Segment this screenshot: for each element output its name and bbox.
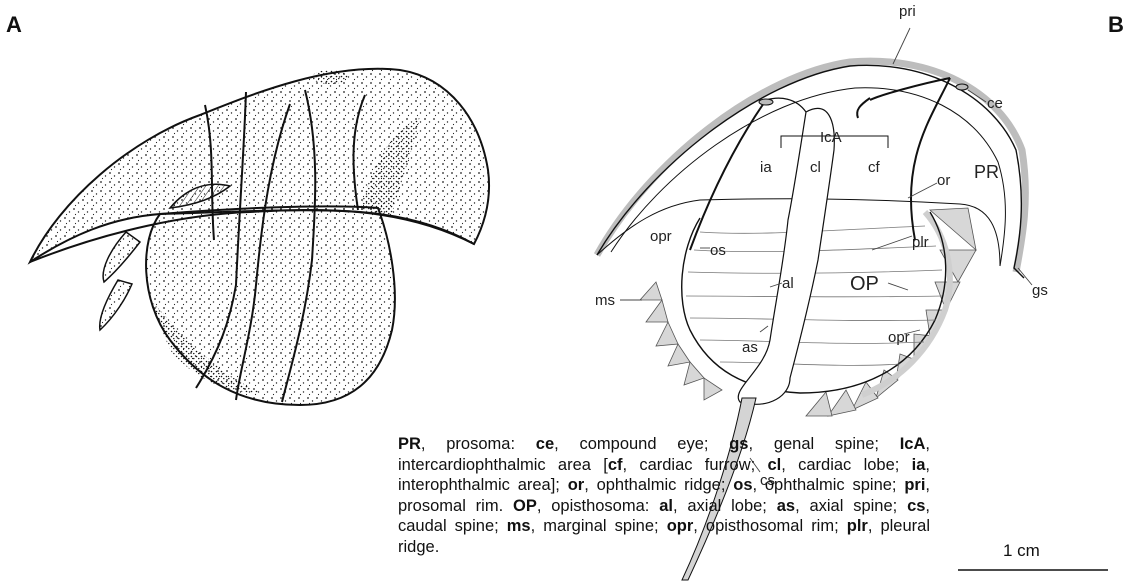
legend-term: IcA xyxy=(900,435,926,453)
figure-legend: PR, prosoma: ce, compound eye; gs, genal… xyxy=(398,434,930,557)
legend-term: ce xyxy=(536,435,554,453)
fossil-drawing-a xyxy=(30,69,489,405)
legend-term: PR xyxy=(398,435,421,453)
legend-term: cs xyxy=(907,497,925,515)
label-op: OP xyxy=(850,273,879,295)
label-cl: cl xyxy=(810,159,821,176)
label-pr: PR xyxy=(974,162,999,182)
legend-definition: , axial spine; xyxy=(795,497,907,515)
label-gs: gs xyxy=(1032,282,1048,299)
scale-bar-label: 1 cm xyxy=(1003,541,1040,561)
label-opr-right: opr xyxy=(888,329,910,346)
label-or: or xyxy=(937,172,950,189)
legend-term: as xyxy=(777,497,795,515)
legend-definition: , prosoma: xyxy=(421,435,536,453)
legend-term: os xyxy=(733,476,752,494)
legend-definition: , genal spine; xyxy=(748,435,899,453)
label-ms: ms xyxy=(595,292,615,309)
label-cf: cf xyxy=(868,159,881,176)
label-os: os xyxy=(710,242,726,259)
legend-definition: , compound eye; xyxy=(554,435,729,453)
legend-definition: , ophthalmic ridge; xyxy=(584,476,733,494)
legend-definition: , cardiac lobe; xyxy=(781,456,911,474)
legend-term: cl xyxy=(768,456,782,474)
legend-term: or xyxy=(568,476,585,494)
legend-definition: , ophthalmic spine; xyxy=(753,476,905,494)
label-pri: pri xyxy=(899,3,916,20)
label-plr: plr xyxy=(912,234,929,251)
label-lca: IcA xyxy=(820,129,842,146)
legend-term: OP xyxy=(513,497,537,515)
legend-term: cf xyxy=(608,456,623,474)
legend-term: al xyxy=(659,497,673,515)
legend-definition: , opisthosomal rim; xyxy=(693,517,846,535)
legend-term: opr xyxy=(667,517,694,535)
label-al: al xyxy=(782,275,794,292)
legend-term: gs xyxy=(729,435,748,453)
label-ce: ce xyxy=(987,95,1003,112)
label-ia: ia xyxy=(760,159,772,176)
legend-term: ms xyxy=(507,517,531,535)
legend-definition: , marginal spine; xyxy=(531,517,667,535)
legend-definition: , cardiac furrow; xyxy=(622,456,767,474)
label-as: as xyxy=(742,339,758,356)
legend-term: plr xyxy=(847,517,868,535)
legend-definition: , axial lobe; xyxy=(673,497,777,515)
label-opr-left: opr xyxy=(650,228,672,245)
legend-term: ia xyxy=(912,456,926,474)
legend-definition: , opisthosoma: xyxy=(537,497,659,515)
legend-term: pri xyxy=(904,476,925,494)
